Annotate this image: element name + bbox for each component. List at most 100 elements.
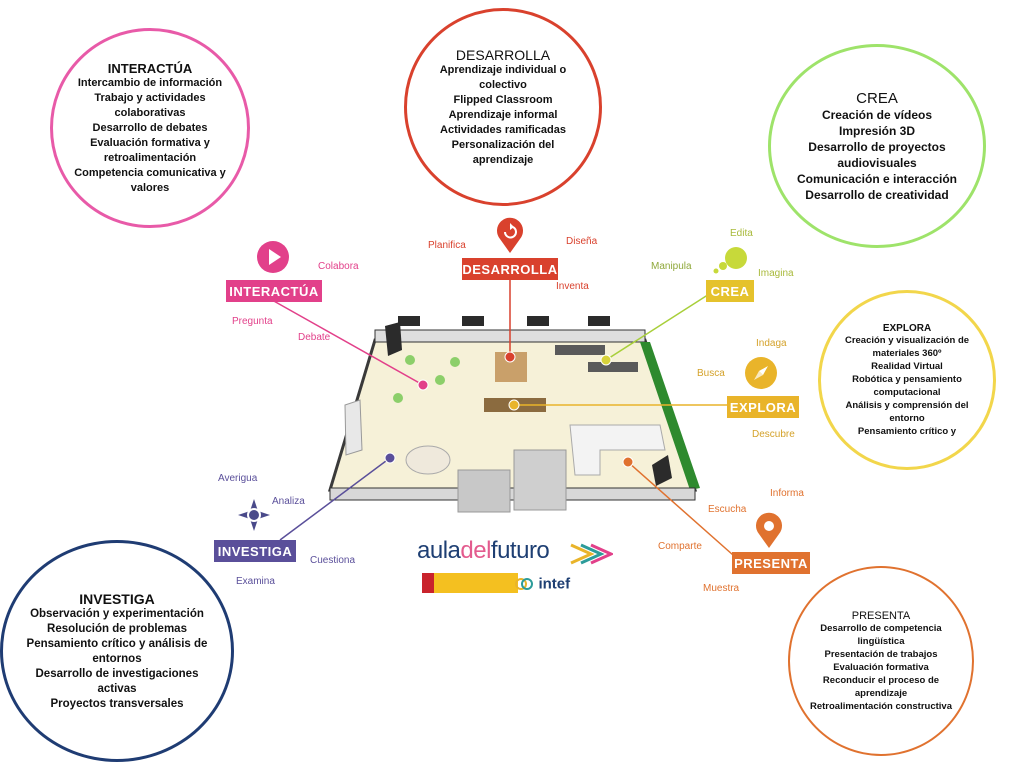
window — [588, 316, 610, 326]
verb-label: Pregunta — [232, 316, 273, 327]
chair — [435, 375, 445, 385]
verb-label: Colabora — [318, 261, 359, 272]
circle-desarrolla: DESARROLLA Aprendizaje individual o cole… — [404, 8, 602, 206]
circle-item: Desarrollo de competencia lingüística — [820, 622, 942, 647]
circle-item: Presentación de trabajos — [824, 648, 938, 660]
counter — [569, 424, 666, 476]
verb-label: Cuestiona — [310, 555, 356, 566]
circle-item: Robótica y pensamiento computacional — [852, 373, 962, 398]
marker-interactua — [417, 379, 429, 391]
intef-symbol-icon — [515, 578, 533, 590]
connector-presenta — [627, 461, 734, 556]
circle-item: Trabajo y actividades colaborativas — [94, 91, 206, 119]
desk — [555, 345, 605, 355]
verb-label: Examina — [236, 576, 275, 587]
zone-label-investiga: INVESTIGA — [214, 540, 296, 562]
circle-item: Evaluación formativa — [833, 661, 929, 673]
circle-item: Desarrollo de investigaciones activas — [35, 667, 199, 695]
verb-label: Informa — [770, 488, 804, 499]
circle-item: Evaluación formativa y retroalimentación — [90, 136, 210, 164]
refresh-icon — [495, 217, 525, 260]
shelf — [344, 399, 363, 456]
circle-title: EXPLORA — [882, 322, 932, 334]
round-table — [405, 445, 451, 475]
marker-desarrolla — [504, 351, 516, 363]
verb-label: Averigua — [218, 473, 258, 484]
circle-item: Análisis y comprensión del entorno — [845, 399, 969, 424]
verb-label: Manipula — [651, 261, 692, 272]
thought-bubble-icon — [710, 244, 750, 281]
government-logo — [422, 573, 518, 593]
verb-label: Edita — [730, 228, 753, 239]
circle-item: Pensamiento crítico y — [857, 425, 957, 437]
verb-label: Indaga — [756, 338, 787, 349]
circle-item: Competencia comunicativa y valores — [74, 166, 226, 194]
circle-item: Comunicación e interacción — [796, 171, 958, 186]
circle-item: Actividades ramificadas — [440, 123, 566, 136]
window — [398, 316, 420, 326]
verb-label: Muestra — [703, 583, 740, 594]
verb-label: Descubre — [752, 429, 795, 440]
circle-title: CREA — [856, 89, 898, 107]
circle-item: Aprendizaje individual o colectivo — [439, 63, 567, 91]
partition — [457, 469, 511, 513]
circle-item: Observación y experimentación — [30, 607, 204, 620]
circle-explora: EXPLORA Creación y visualización de mate… — [818, 290, 996, 470]
circle-item: Creación de vídeos — [821, 107, 933, 122]
verb-label: Planifica — [428, 240, 466, 251]
screen — [385, 322, 402, 356]
green-wall — [640, 342, 700, 490]
zone-label-interactua: INTERACTÚA — [226, 280, 322, 302]
circle-title: PRESENTA — [851, 609, 911, 622]
circle-item: Proyectos transversales — [50, 697, 184, 710]
screen — [652, 455, 672, 486]
circle-item: Reconducir el proceso de aprendizaje — [822, 674, 940, 699]
zone-label-crea: CREA — [706, 280, 754, 302]
circle-item: Flipped Classroom — [453, 93, 553, 106]
partition — [513, 449, 567, 511]
desk — [588, 362, 638, 372]
logo-text: auladelfuturo — [417, 537, 550, 564]
front-wall — [329, 487, 696, 501]
circle-title: INVESTIGA — [79, 590, 155, 607]
circle-item: Pensamiento crítico y análisis de entorn… — [26, 637, 208, 665]
marker-investiga — [384, 452, 396, 464]
marker-presenta — [622, 456, 634, 468]
compass-icon — [744, 356, 778, 395]
intef-text: intef — [538, 575, 571, 593]
window — [462, 316, 484, 326]
arrows-icon — [570, 543, 613, 565]
chair — [393, 393, 403, 403]
circle-item: Retroalimentación constructiva — [809, 700, 952, 712]
circle-item: Impresión 3D — [838, 123, 916, 138]
window — [527, 316, 549, 326]
verb-label: Debate — [298, 332, 331, 343]
circle-item: Intercambio de información — [77, 76, 223, 89]
aula-del-futuro-logo: auladelfuturo — [417, 537, 617, 571]
circle-presenta: PRESENTA Desarrollo de competencia lingü… — [788, 566, 974, 756]
verb-label: Imagina — [758, 268, 794, 279]
circle-item: Resolución de problemas — [47, 622, 187, 635]
circle-crea: CREA Creación de vídeos Impresión 3D Des… — [768, 44, 986, 248]
circle-title: INTERACTÚA — [107, 60, 193, 76]
crosshair-icon — [237, 498, 271, 537]
verb-label: Escucha — [708, 504, 747, 515]
marker-explora — [508, 399, 520, 411]
circle-item: Personalización del aprendizaje — [451, 138, 555, 166]
circle-item: Desarrollo de proyectos audiovisuales — [808, 139, 946, 170]
circle-item: Desarrollo de debates — [92, 121, 208, 134]
circle-item: Realidad Virtual — [871, 360, 943, 372]
intef-logo: intef — [514, 574, 570, 594]
verb-label: Analiza — [272, 496, 305, 507]
connector-investiga — [279, 457, 391, 541]
connector-interactua — [271, 299, 424, 386]
circle-investiga: INVESTIGA Observación y experimentación … — [0, 540, 234, 762]
circle-item: Aprendizaje informal — [448, 108, 558, 121]
verb-label: Busca — [697, 368, 725, 379]
zone-label-desarrolla: DESARROLLA — [462, 258, 558, 280]
chair — [450, 357, 460, 367]
play-icon — [256, 240, 290, 279]
zone-label-presenta: PRESENTA — [732, 552, 810, 574]
circle-item: Creación y visualización de materiales 3… — [844, 334, 970, 359]
